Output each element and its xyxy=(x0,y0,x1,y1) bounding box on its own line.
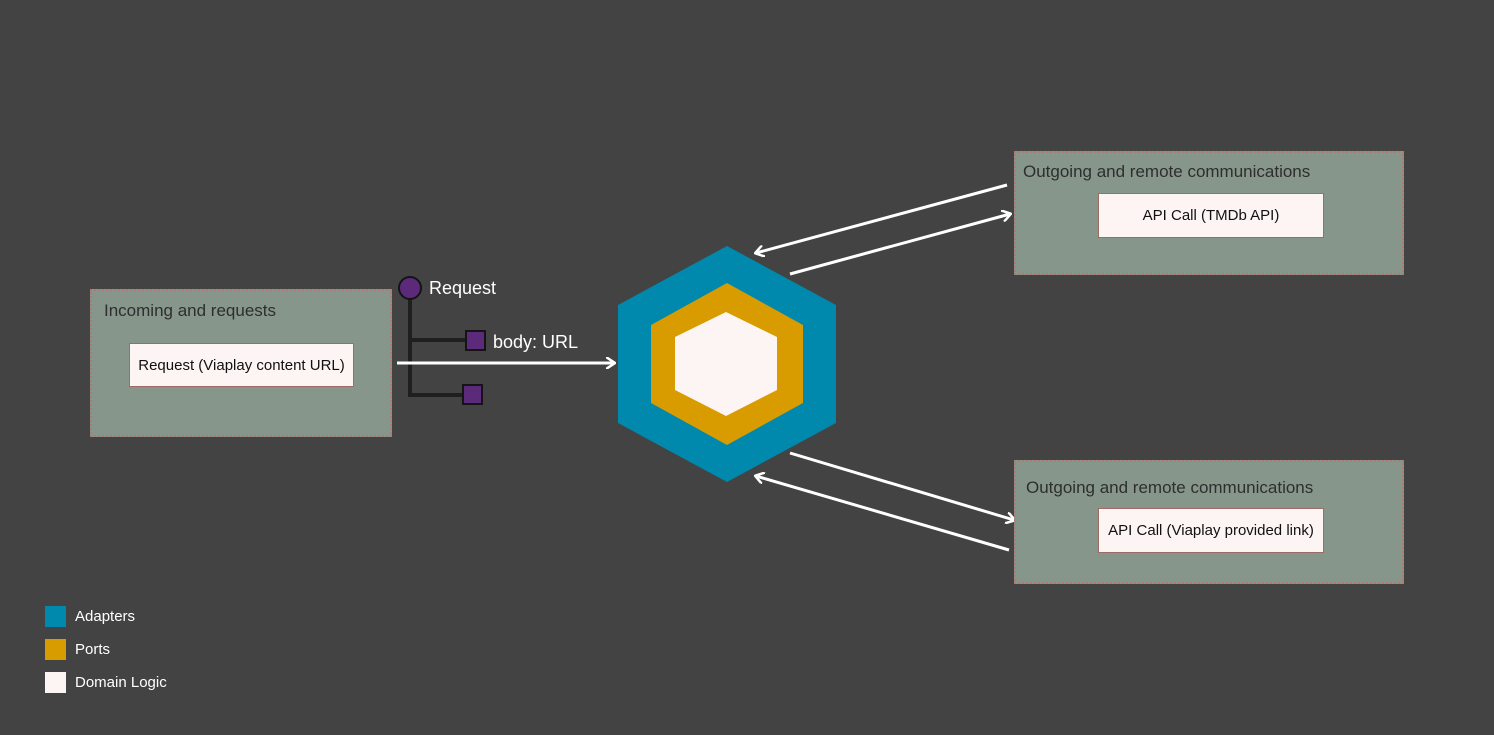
empty-field-square xyxy=(462,384,483,405)
tmdb-api-call-box: API Call (TMDb API) xyxy=(1098,193,1324,238)
arrow-hexagon-to-top xyxy=(789,214,1010,276)
legend-label-adapters: Adapters xyxy=(75,607,136,625)
viaplay-api-call-box: API Call (Viaplay provided link) xyxy=(1098,508,1324,553)
incoming-panel: Incoming and requests Request (Viaplay c… xyxy=(90,289,392,437)
legend-item-domain-logic: Domain Logic xyxy=(45,671,167,693)
arrow-bottom-to-hexagon xyxy=(756,476,1010,552)
request-box: Request (Viaplay content URL) xyxy=(129,343,354,387)
outgoing-bottom-panel: Outgoing and remote communications API C… xyxy=(1014,460,1404,584)
body-url-label: body: URL xyxy=(493,332,579,352)
outgoing-top-panel-title: Outgoing and remote communications xyxy=(1023,162,1311,181)
domain-logic-hexagon xyxy=(675,312,777,416)
adapters-swatch xyxy=(45,605,66,627)
outgoing-top-panel: Outgoing and remote communications API C… xyxy=(1014,151,1404,275)
body-url-square xyxy=(465,330,486,351)
legend-label-domain-logic: Domain Logic xyxy=(75,673,167,691)
legend-label-ports: Ports xyxy=(75,640,111,658)
legend-item-ports: Ports xyxy=(45,638,110,660)
request-node-circle xyxy=(398,276,422,300)
legend-item-adapters: Adapters xyxy=(45,605,135,627)
outgoing-bottom-panel-title: Outgoing and remote communications xyxy=(1026,478,1314,497)
incoming-panel-title: Incoming and requests xyxy=(104,301,276,320)
arrow-hexagon-to-bottom xyxy=(789,451,1014,520)
domain-logic-swatch xyxy=(45,671,66,693)
arrow-top-to-hexagon xyxy=(756,183,1008,253)
request-node-label: Request xyxy=(429,278,497,298)
ports-swatch xyxy=(45,638,66,660)
